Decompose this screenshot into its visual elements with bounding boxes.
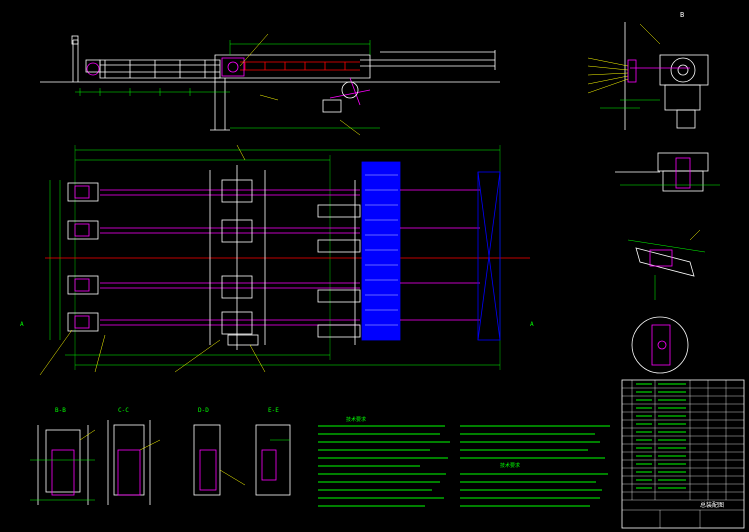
view-marker-top-right: B (680, 11, 685, 19)
section-label-e: E-E (268, 407, 279, 414)
round-detail (631, 316, 689, 374)
view-marker-left: A (20, 321, 24, 328)
section-label-b: B-B (55, 407, 66, 414)
notes-heading-left: 技术要求 (346, 417, 367, 423)
bracket-detail (615, 152, 720, 192)
gripper-detail (627, 229, 706, 300)
plan-view (39, 144, 530, 376)
drawing-title: 总装配图 (700, 502, 725, 509)
elevation-view (40, 33, 500, 136)
section-label-c: C-C (118, 407, 129, 414)
title-block (621, 379, 745, 529)
side-view (587, 22, 709, 130)
section-label-d: D-D (198, 407, 209, 414)
section-views (30, 420, 291, 505)
notes-heading-right: 技术要求 (500, 463, 521, 469)
view-marker-right: A (530, 321, 534, 328)
technical-notes-graphic (318, 425, 610, 507)
